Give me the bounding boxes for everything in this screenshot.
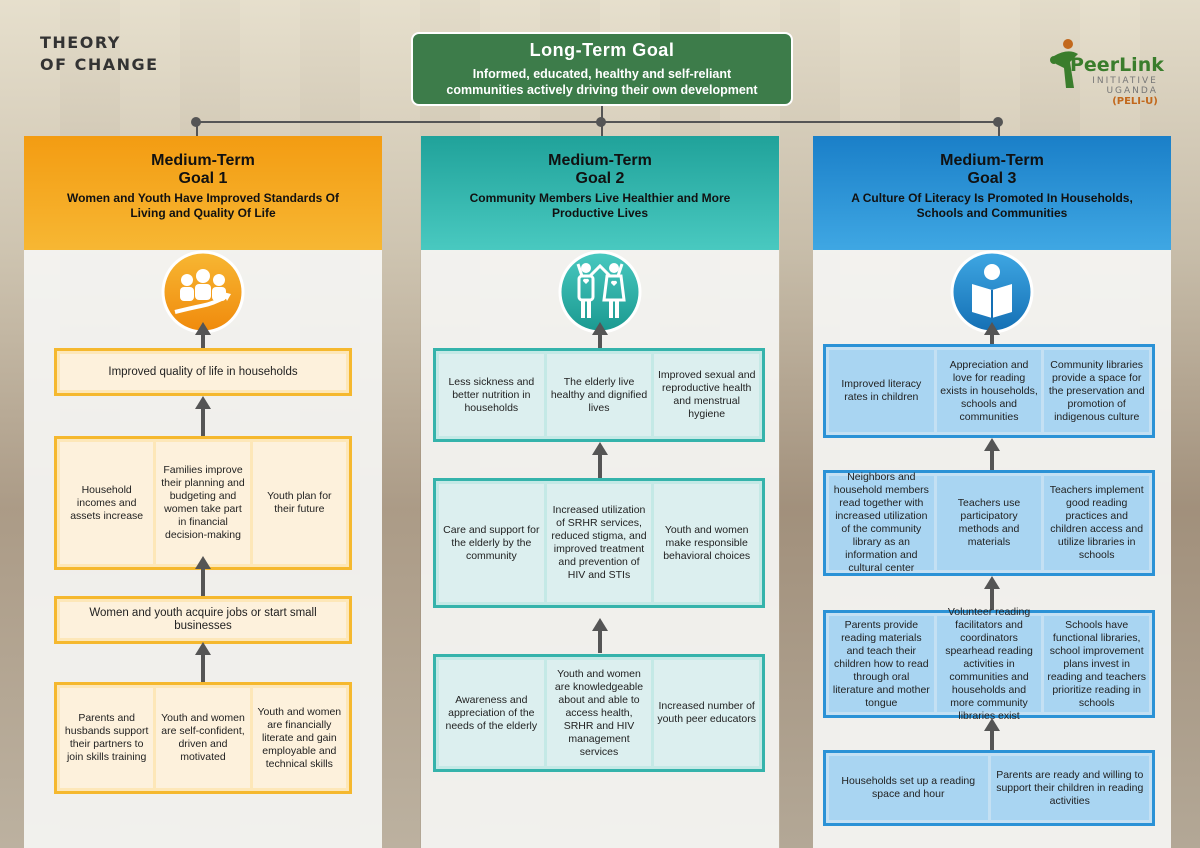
arrow-up-icon xyxy=(984,718,1000,753)
arrow-up-icon xyxy=(984,438,1000,473)
output-box: Parents and husbands support their partn… xyxy=(54,682,352,794)
outcome-box: Care and support for the elderly by the … xyxy=(433,478,765,608)
output-box: Women and youth acquire jobs or start sm… xyxy=(54,596,352,644)
outcome-box: Improved quality of life in households xyxy=(54,348,352,396)
arrow-up-icon xyxy=(592,442,608,482)
outcome-box: Improved literacy rates in children Appr… xyxy=(823,344,1155,438)
long-term-goal-box: Long-Term Goal Informed, educated, healt… xyxy=(411,32,793,106)
logo-figure-icon xyxy=(1050,39,1078,88)
output-box: Awareness and appreciation of the needs … xyxy=(433,654,765,772)
goal-1-header: Medium-Term Goal 1 Women and Youth Have … xyxy=(24,136,382,250)
goal-3-header: Medium-Term Goal 3 A Culture Of Literacy… xyxy=(813,136,1171,250)
arrow-up-icon xyxy=(592,322,608,357)
arrow-up-icon xyxy=(592,618,608,653)
connector-stub xyxy=(601,106,603,122)
goal-1-column: Medium-Term Goal 1 Women and Youth Have … xyxy=(24,136,382,848)
people-growth-icon xyxy=(161,250,245,334)
goal-3-column: Medium-Term Goal 3 A Culture Of Literacy… xyxy=(813,136,1171,848)
goal-2-header: Medium-Term Goal 2 Community Members Liv… xyxy=(421,136,779,250)
output-box: Parents provide reading materials and te… xyxy=(823,606,1155,722)
outcome-box: Neighbors and household members read tog… xyxy=(823,470,1155,576)
reading-person-icon xyxy=(950,250,1034,334)
connector-stub xyxy=(196,122,198,136)
arrow-up-icon xyxy=(195,556,211,596)
connector-stub xyxy=(601,122,603,136)
outcome-box: Household incomes and assets increase Fa… xyxy=(54,436,352,570)
goal-2-column: Medium-Term Goal 2 Community Members Liv… xyxy=(421,136,779,848)
arrow-up-icon xyxy=(984,576,1000,611)
arrow-up-icon xyxy=(195,396,211,436)
outcome-box: Less sickness and better nutrition in ho… xyxy=(433,348,765,442)
arrow-up-icon xyxy=(195,642,211,682)
peerlink-logo: PeerLink INITIATIVE UGANDA (PELI-U) xyxy=(1050,38,1170,128)
page-title: THEORY OF CHANGE xyxy=(40,33,159,74)
connector-stub xyxy=(998,122,1000,136)
output-box: Households set up a reading space and ho… xyxy=(823,750,1155,826)
arrow-up-icon xyxy=(195,322,211,357)
